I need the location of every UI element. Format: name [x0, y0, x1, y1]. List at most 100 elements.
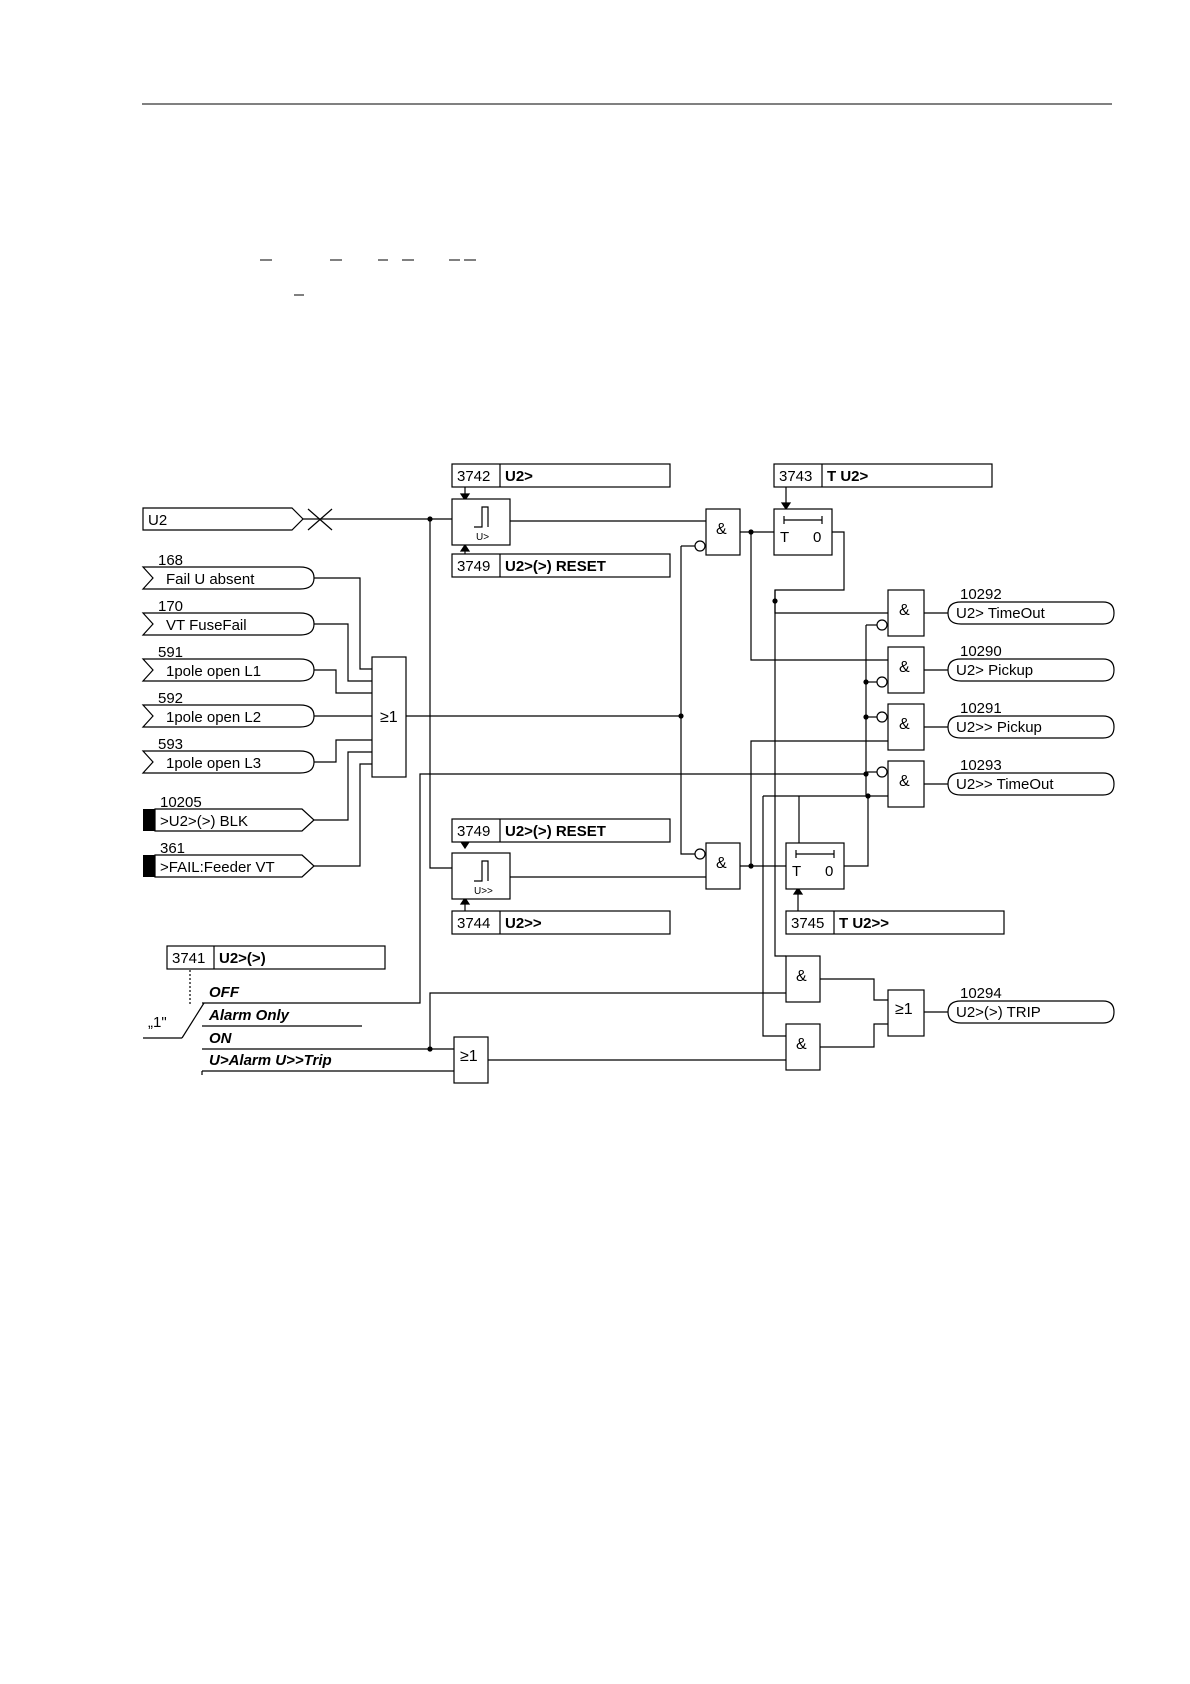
svg-text:≥1: ≥1: [895, 1001, 913, 1018]
svg-text:„1": „1": [148, 1014, 167, 1031]
mode-switch: „1" OFF Alarm Only ON U>Alarm U>>Trip: [148, 984, 332, 1069]
svg-text:U2>> TimeOut: U2>> TimeOut: [956, 776, 1054, 793]
svg-text:U>>: U>>: [474, 886, 493, 897]
param-3743: 3743 T U2>: [773, 463, 993, 488]
svg-text:&: &: [716, 855, 727, 872]
svg-text:&: &: [899, 659, 910, 676]
threshold-u2-stage2: U>>: [451, 852, 511, 900]
output-u2-pickup: 10290 U2> Pickup: [947, 643, 1115, 682]
svg-text:&: &: [796, 1036, 807, 1053]
svg-text:T: T: [780, 529, 789, 546]
and-gate-trip-1: &: [785, 955, 821, 1003]
svg-text:U2>(>) TRIP: U2>(>) TRIP: [956, 1004, 1041, 1021]
svg-text:U2>(>): U2>(>): [219, 950, 266, 967]
input-u2-blk: 10205 >U2>(>) BLK: [143, 794, 315, 832]
input-number: 361: [160, 840, 185, 857]
input-label: U2: [148, 512, 167, 529]
input-number: 591: [158, 644, 183, 661]
and-gate-stage1: &: [694, 508, 741, 556]
svg-text:&: &: [796, 968, 807, 985]
svg-text:3741: 3741: [172, 950, 205, 967]
and-gate-output-4: &: [876, 760, 925, 808]
svg-text:&: &: [899, 716, 910, 733]
timer-stage1: T 0: [773, 508, 833, 556]
input-1pole-open-l1: 591 1pole open L1: [141, 644, 315, 682]
svg-text:3743: 3743: [779, 468, 812, 485]
mode-on: ON: [209, 1030, 233, 1047]
svg-text:10291: 10291: [960, 700, 1002, 717]
input-1pole-open-l3: 593 1pole open L3: [141, 736, 315, 774]
svg-text:U2>>: U2>>: [505, 915, 542, 932]
or-gate-mode: ≥1: [453, 1036, 489, 1084]
input-fail-u-absent: 168 Fail U absent: [141, 552, 315, 590]
param-3744: 3744 U2>>: [451, 910, 671, 935]
and-gate-stage2: &: [694, 842, 741, 890]
wires: [143, 487, 948, 1075]
input-label: Fail U absent: [166, 571, 255, 588]
svg-text:10293: 10293: [960, 757, 1002, 774]
input-fail-feeder-vt: 361 >FAIL:Feeder VT: [143, 840, 315, 878]
output-u2-timeout: 10292 U2> TimeOut: [947, 586, 1115, 625]
input-number: 170: [158, 598, 183, 615]
input-label: >U2>(>) BLK: [160, 813, 248, 830]
svg-text:T: T: [792, 863, 801, 880]
output-u2-2-pickup: 10291 U2>> Pickup: [947, 700, 1115, 739]
svg-text:10294: 10294: [960, 985, 1002, 1002]
output-u2-trip: 10294 U2>(>) TRIP: [947, 985, 1115, 1024]
and-gate-output-3: &: [876, 703, 925, 751]
input-number: 592: [158, 690, 183, 707]
input-number: 593: [158, 736, 183, 753]
output-u2-2-timeout: 10293 U2>> TimeOut: [947, 757, 1115, 796]
svg-text:T U2>>: T U2>>: [839, 915, 889, 932]
input-u2: U2: [142, 507, 430, 531]
header-dashes: [260, 259, 476, 296]
svg-text:10290: 10290: [960, 643, 1002, 660]
and-gate-trip-2: &: [785, 1023, 821, 1071]
input-label: >FAIL:Feeder VT: [160, 859, 275, 876]
input-label: 1pole open L3: [166, 755, 261, 772]
mode-off: OFF: [209, 984, 240, 1001]
input-number: 10205: [160, 794, 202, 811]
svg-text:T U2>: T U2>: [827, 468, 869, 485]
input-label: VT FuseFail: [166, 617, 247, 634]
svg-text:≥1: ≥1: [380, 709, 398, 726]
param-3749-stage2: 3749 U2>(>) RESET: [451, 818, 671, 843]
input-number: 168: [158, 552, 183, 569]
svg-text:3744: 3744: [457, 915, 490, 932]
param-3742: 3742 U2>: [451, 463, 671, 488]
svg-text:U2> TimeOut: U2> TimeOut: [956, 605, 1046, 622]
svg-text:≥1: ≥1: [460, 1048, 478, 1065]
input-label: 1pole open L2: [166, 709, 261, 726]
param-3749-stage1: 3749 U2>(>) RESET: [451, 553, 671, 578]
svg-text:U2>(>) RESET: U2>(>) RESET: [505, 558, 606, 575]
mode-alarm-only: Alarm Only: [208, 1007, 290, 1024]
svg-text:10292: 10292: [960, 586, 1002, 603]
svg-text:U2> Pickup: U2> Pickup: [956, 662, 1033, 679]
svg-text:&: &: [716, 521, 727, 538]
svg-text:3749: 3749: [457, 823, 490, 840]
svg-text:U2>> Pickup: U2>> Pickup: [956, 719, 1042, 736]
svg-text:&: &: [899, 602, 910, 619]
svg-text:3742: 3742: [457, 468, 490, 485]
svg-text:3745: 3745: [791, 915, 824, 932]
svg-text:U2>: U2>: [505, 468, 533, 485]
and-gate-output-2: &: [876, 646, 925, 694]
svg-text:3749: 3749: [457, 558, 490, 575]
input-1pole-open-l2: 592 1pole open L2: [141, 690, 315, 728]
svg-text:&: &: [899, 773, 910, 790]
svg-text:0: 0: [813, 529, 821, 546]
param-3745: 3745 T U2>>: [785, 910, 1005, 935]
svg-text:0: 0: [825, 863, 833, 880]
and-gate-output-1: &: [876, 589, 925, 637]
svg-text:U>: U>: [476, 532, 489, 543]
or-gate-blocking: ≥1: [371, 656, 407, 778]
mode-alarm-trip: U>Alarm U>>Trip: [209, 1052, 332, 1069]
param-3741: 3741 U2>(>): [166, 945, 386, 970]
timer-stage2: T 0: [785, 842, 845, 890]
input-label: 1pole open L1: [166, 663, 261, 680]
input-vt-fusefail: 170 VT FuseFail: [141, 598, 315, 636]
svg-text:U2>(>) RESET: U2>(>) RESET: [505, 823, 606, 840]
threshold-u2-stage1: U>: [451, 498, 511, 546]
or-gate-trip: ≥1: [887, 989, 925, 1037]
